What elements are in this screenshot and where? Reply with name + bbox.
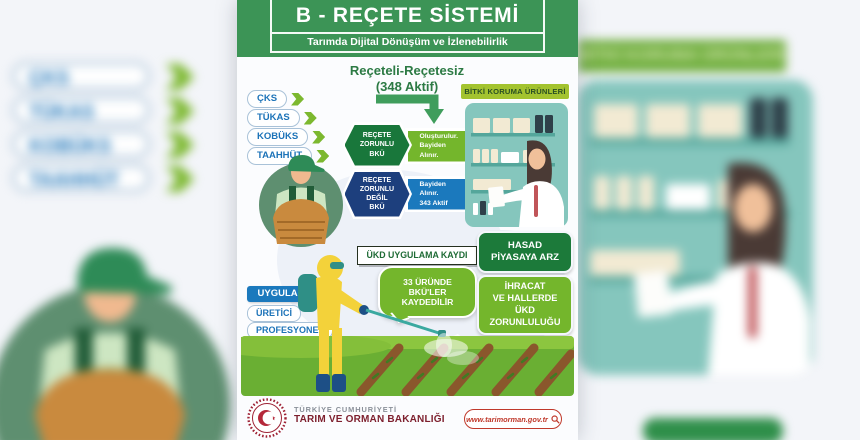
bg-pharmacy-illustration [578, 80, 813, 375]
chevron-right-icon [166, 132, 194, 158]
export-badge: İHRACAT VE HALLERDE ÜKD ZORUNLULUĞU [477, 275, 573, 335]
branch2-badge: REÇETE ZORUNLU DEĞİL BKÜ [342, 169, 412, 219]
website-url: www.tarimorman.gov.tr [466, 414, 548, 424]
ukd-record-label: ÜKD UYGULAMA KAYDI [357, 246, 477, 265]
flow-root-count: (348 Aktif) [375, 78, 439, 94]
poster: B - REÇETE SİSTEMİ Tarımda Dijital Dönüş… [237, 0, 578, 440]
ministry-logo [247, 398, 287, 438]
poster-subtitle: Tarımda Dijital Dönüşüm ve İzlenebilirli… [272, 32, 543, 51]
harvest-badge: HASAD PİYASAYA ARZ [477, 231, 573, 273]
chevron-right-icon [312, 130, 326, 144]
registry-pill-cks: ÇKS [247, 90, 288, 108]
poster-title: B - REÇETE SİSTEMİ [295, 4, 520, 27]
bg-blur-left: ÇKS TÜKAS KOBÜKS TAAHHÜT [0, 0, 237, 440]
flow-root-label: Reçeteli-Reçetesiz (348 Aktif) [325, 63, 489, 94]
chevron-right-icon [166, 64, 194, 90]
pharmacy-illustration [465, 103, 568, 227]
flow-root-title: Reçeteli-Reçetesiz [349, 63, 465, 78]
ministry-name-line1: TÜRKİYE CUMHURİYETİ [294, 405, 397, 414]
chevron-right-icon [166, 166, 194, 192]
bg-farmer-illustration [0, 248, 230, 440]
registry-row: KOBÜKS [247, 128, 326, 146]
chevron-right-icon [316, 149, 330, 163]
plant-protection-ribbon: BİTKİ KORUMA ÜRÜNLERİ [461, 84, 569, 99]
chevron-right-icon [166, 98, 194, 124]
header-frame: B - REÇETE SİSTEMİ Tarımda Dijital Dönüş… [270, 0, 545, 53]
ukd-note-bubble: 33 ÜRÜNDE BKÜ'LER KAYDEDİLİR [378, 266, 477, 318]
bg-registry-pill: KOBÜKS [12, 130, 150, 158]
bg-plant-protection-ribbon: BİTKİ KORUMA ÜRÜNLERİ [578, 40, 786, 72]
registry-pill-tukas: TÜKAS [247, 109, 300, 127]
flow-arrow-down-icon [376, 94, 444, 124]
farmer-illustration [259, 155, 343, 247]
ministry-name-line2: TARIM VE ORMAN BAKANLIĞI [294, 414, 445, 425]
bg-badge-hint [643, 418, 783, 440]
branch1-badge: REÇETE ZORUNLU BKÜ [342, 122, 412, 168]
bg-registry-pill: ÇKS [12, 62, 150, 90]
bg-registry-pill: TÜKAS [12, 96, 150, 124]
chevron-right-icon [303, 111, 317, 125]
bg-blur-right: BİTKİ KORUMA ÜRÜNLERİ [578, 0, 860, 440]
chevron-right-icon [291, 92, 305, 106]
sprayer-illustration [298, 255, 452, 392]
bg-registry-pill: TAAHHÜT [12, 164, 150, 192]
uretici-pill: ÜRETİCİ [247, 305, 301, 322]
search-icon [551, 414, 560, 424]
registry-pill-kobuks: KOBÜKS [247, 128, 309, 146]
registry-row: TÜKAS [247, 109, 317, 127]
website-pill: www.tarimorman.gov.tr [464, 409, 562, 429]
registry-row: ÇKS [247, 90, 305, 108]
poster-header: B - REÇETE SİSTEMİ Tarımda Dijital Dönüş… [237, 0, 578, 57]
